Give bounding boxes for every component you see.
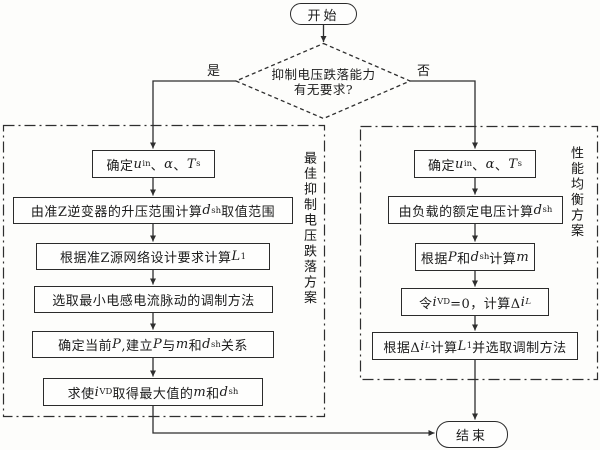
arrow-no-branch	[410, 80, 478, 149]
connector-arrows	[150, 25, 478, 436]
left-scheme-container	[2, 124, 326, 418]
start-node: 开始	[290, 3, 357, 25]
end-label: 结束	[455, 429, 488, 444]
decision-diamond	[234, 42, 412, 120]
arrow-left-to-end	[152, 406, 435, 436]
left-scheme-side-label: 最佳抑制电压跌落方案	[301, 151, 316, 306]
decision-label: 抑制电压跌落能力 有无要求?	[243, 67, 404, 97]
no-branch-label: 否	[417, 64, 431, 79]
right-scheme-container	[359, 125, 599, 381]
start-label: 开始	[307, 8, 340, 24]
arrow-yes-branch	[150, 80, 236, 149]
left-step-4: 选取最小电感电流脉动的调制方法	[34, 286, 273, 313]
decision-line-2: 有无要求?	[293, 82, 354, 97]
right-scheme-side-label: 性能均衡方案	[568, 146, 583, 239]
yes-branch-label: 是	[207, 64, 221, 79]
end-node: 结束	[436, 421, 508, 448]
decision-line-1: 抑制电压跌落能力	[271, 67, 376, 82]
